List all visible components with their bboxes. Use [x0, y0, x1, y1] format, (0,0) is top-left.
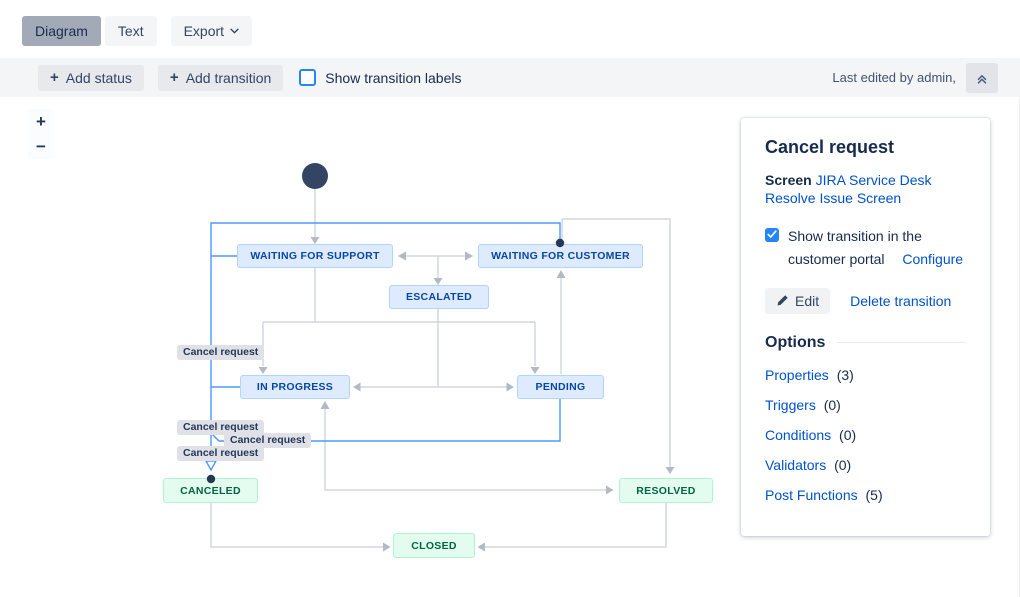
add-transition-button[interactable]: + Add transition — [157, 64, 284, 91]
start-node[interactable] — [302, 163, 328, 189]
show-transition-labels-label: Show transition labels — [325, 69, 462, 86]
add-status-button[interactable]: + Add status — [38, 64, 144, 91]
validators-count: (0) — [834, 456, 852, 473]
transition-label-cancel-request[interactable]: Cancel request — [224, 433, 312, 448]
edit-label: Edit — [795, 292, 820, 309]
properties-link[interactable]: Properties — [765, 366, 829, 383]
screen-link[interactable]: JIRA Service Desk Resolve Issue Screen — [765, 172, 932, 206]
collapse-toolbar-button[interactable] — [966, 62, 998, 93]
workflow-edges — [210, 163, 675, 552]
transition-label-cancel-request[interactable]: Cancel request — [177, 420, 265, 435]
panel-title: Cancel request — [765, 137, 895, 157]
triggers-link[interactable]: Triggers — [765, 396, 816, 413]
status-node-pending[interactable]: PENDING — [517, 375, 604, 399]
option-row-properties: Properties (3) — [765, 364, 966, 386]
validators-link[interactable]: Validators — [765, 456, 827, 473]
pencil-icon — [777, 295, 788, 306]
status-node-escalated[interactable]: ESCALATED — [389, 285, 489, 309]
view-tabs: Diagram Text Export — [0, 0, 1020, 46]
tab-text[interactable]: Text — [104, 16, 157, 46]
transition-edges[interactable] — [210, 189, 671, 548]
status-node-waiting-for-support[interactable]: WAITING FOR SUPPORT — [237, 244, 393, 268]
option-row-conditions: Conditions (0) — [765, 424, 966, 446]
post-functions-link[interactable]: Post Functions — [765, 486, 858, 503]
add-status-label: Add status — [65, 69, 132, 86]
option-row-post-functions: Post Functions (5) — [765, 484, 966, 506]
plus-icon: + — [50, 69, 59, 86]
zoom-controls: + − — [28, 109, 54, 159]
zoom-in-button[interactable]: + — [28, 109, 54, 134]
show-transition-labels-checkbox[interactable] — [299, 69, 317, 86]
conditions-link[interactable]: Conditions — [765, 426, 832, 443]
zoom-out-button[interactable]: − — [28, 134, 54, 159]
divider — [837, 342, 966, 344]
portal-checkbox-label: Show transition in the customer portal — [788, 227, 922, 267]
show-in-portal-checkbox[interactable] — [765, 227, 779, 242]
status-node-resolved[interactable]: RESOLVED — [619, 478, 713, 503]
delete-transition-link[interactable]: Delete transition — [850, 292, 952, 309]
selected-transition-path[interactable] — [210, 222, 561, 461]
show-transition-labels-control: Show transition labels — [299, 69, 461, 86]
transition-label-cancel-request[interactable]: Cancel request — [177, 345, 265, 360]
post-functions-count: (5) — [865, 486, 883, 503]
option-row-triggers: Triggers (0) — [765, 394, 966, 416]
configure-link[interactable]: Configure — [902, 250, 964, 267]
last-edited-text: Last edited by admin, — [832, 70, 956, 85]
chevron-down-icon — [230, 28, 239, 34]
edit-button[interactable]: Edit — [765, 287, 831, 314]
screen-row: Screen JIRA Service Desk Resolve Issue S… — [765, 172, 966, 208]
options-section-header: Options — [765, 334, 966, 352]
properties-count: (3) — [836, 366, 854, 383]
option-row-validators: Validators (0) — [765, 454, 966, 476]
transition-properties-panel: Cancel request Screen JIRA Service Desk … — [741, 118, 990, 536]
add-transition-label: Add transition — [185, 69, 272, 86]
triggers-count: (0) — [823, 396, 841, 413]
edge-arrowheads — [258, 237, 675, 552]
screen-label: Screen — [765, 172, 812, 188]
options-title: Options — [765, 333, 826, 351]
check-icon — [767, 230, 777, 239]
export-label: Export — [183, 23, 225, 39]
workflow-canvas[interactable]: + − — [0, 97, 1020, 597]
export-dropdown-button[interactable]: Export — [170, 16, 253, 46]
transition-label-cancel-request[interactable]: Cancel request — [177, 446, 265, 461]
conditions-count: (0) — [839, 426, 857, 443]
diagram-toolbar: + Add status + Add transition Show trans… — [0, 58, 1020, 97]
portal-checkbox-row: Show transition in the customer portal C… — [765, 225, 973, 271]
status-node-canceled[interactable]: CANCELED — [163, 478, 258, 503]
plus-icon: + — [169, 69, 179, 86]
tab-diagram[interactable]: Diagram — [22, 16, 101, 46]
status-node-closed[interactable]: CLOSED — [393, 533, 475, 558]
status-node-in-progress[interactable]: IN PROGRESS — [240, 375, 350, 399]
chevrons-up-icon — [977, 74, 987, 84]
status-node-waiting-for-customer[interactable]: WAITING FOR CUSTOMER — [478, 244, 643, 268]
